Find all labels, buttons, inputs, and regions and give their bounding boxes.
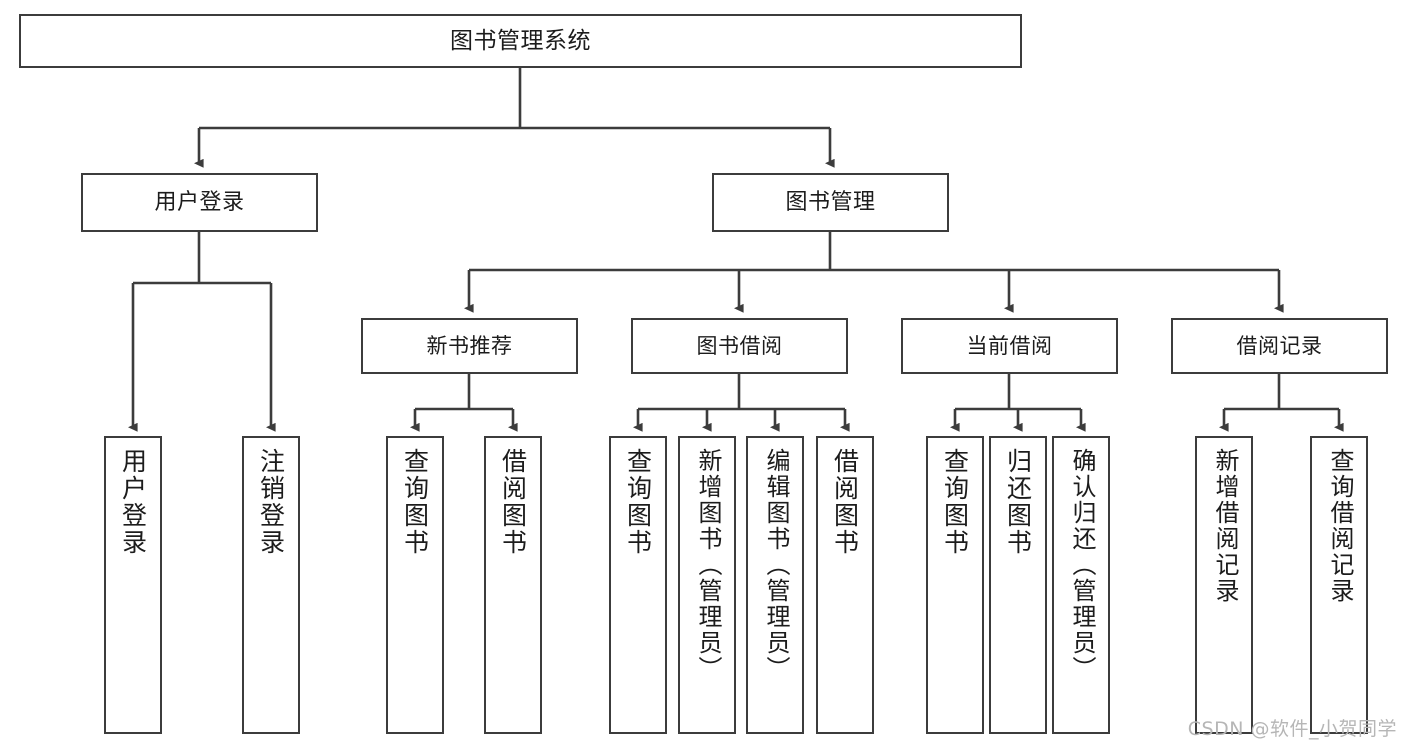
leaf-edit-book-admin[interactable]: 编辑图书（管理员） (746, 436, 804, 734)
node-label: 新书推荐 (426, 333, 513, 358)
leaf-add-borrow-record[interactable]: 新增借阅记录 (1195, 436, 1253, 734)
leaf-borrow-book[interactable]: 借阅图书 (816, 436, 874, 734)
leaf-confirm-return-admin[interactable]: 确认归还（管理员） (1052, 436, 1110, 734)
node-label: 查询图书 (623, 448, 653, 556)
node-user-login[interactable]: 用户登录 (81, 173, 318, 232)
node-label: 归还图书 (1003, 448, 1033, 556)
node-label: 借阅图书 (830, 448, 860, 556)
csdn-watermark: CSDN @软件_小贺同学 (1187, 718, 1397, 740)
node-label: 图书管理 (785, 189, 876, 215)
node-label: 新增借阅记录 (1210, 448, 1239, 604)
node-label: 确认归还（管理员） (1067, 448, 1096, 682)
node-root-library-system[interactable]: 图书管理系统 (19, 14, 1022, 68)
node-current-borrow[interactable]: 当前借阅 (901, 318, 1118, 374)
node-borrow-record[interactable]: 借阅记录 (1171, 318, 1388, 374)
node-label: 注销登录 (256, 448, 286, 556)
node-label: 用户登录 (118, 448, 148, 556)
leaf-query-borrow-record[interactable]: 查询借阅记录 (1310, 436, 1368, 734)
leaf-user-login[interactable]: 用户登录 (104, 436, 162, 734)
leaf-return-book[interactable]: 归还图书 (989, 436, 1047, 734)
leaf-query-book-recommend[interactable]: 查询图书 (386, 436, 444, 734)
node-label: 图书管理系统 (450, 27, 591, 54)
leaf-add-book-admin[interactable]: 新增图书（管理员） (678, 436, 736, 734)
node-label: 用户登录 (154, 189, 245, 215)
node-label: 借阅图书 (498, 448, 528, 556)
leaf-borrow-book-recommend[interactable]: 借阅图书 (484, 436, 542, 734)
node-label: 当前借阅 (966, 333, 1053, 358)
leaf-query-book-current[interactable]: 查询图书 (926, 436, 984, 734)
node-label: 新增图书（管理员） (693, 448, 722, 682)
node-label: 图书借阅 (696, 333, 783, 358)
leaf-logout[interactable]: 注销登录 (242, 436, 300, 734)
node-book-borrow[interactable]: 图书借阅 (631, 318, 848, 374)
node-label: 查询图书 (400, 448, 430, 556)
node-book-management[interactable]: 图书管理 (712, 173, 949, 232)
node-label: 借阅记录 (1236, 333, 1323, 358)
node-label: 查询借阅记录 (1325, 448, 1354, 604)
leaf-query-book-borrow[interactable]: 查询图书 (609, 436, 667, 734)
node-label: 查询图书 (940, 448, 970, 556)
node-label: 编辑图书（管理员） (761, 448, 790, 682)
node-new-book-recommend[interactable]: 新书推荐 (361, 318, 578, 374)
